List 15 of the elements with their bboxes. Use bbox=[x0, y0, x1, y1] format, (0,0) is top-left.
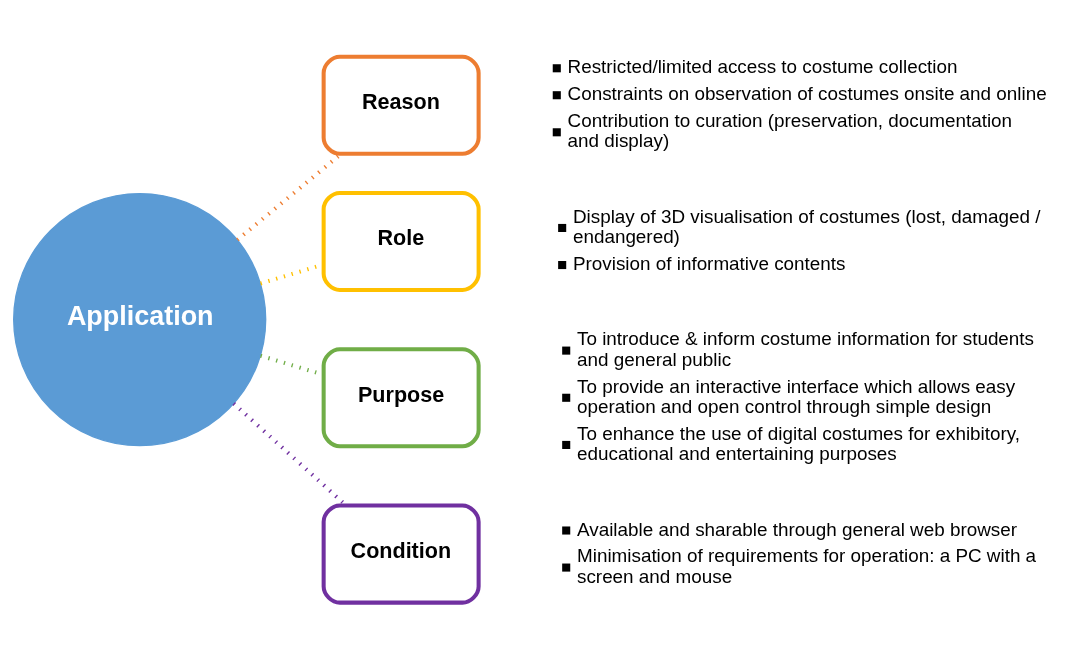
node-label: Restricted/limited access to costume collection bbox=[567, 55, 958, 77]
node-box: Reason bbox=[321, 54, 481, 156]
node-label: To introduce & inform costume information for students and general public bbox=[577, 327, 1035, 370]
node-label: Minimisation of requirements for operation: a PC with a screen and mouse bbox=[577, 544, 1037, 587]
node-label: Constraints on observation of costumes onsite and online bbox=[567, 82, 1047, 104]
node-label: Display of 3D visualisation of costumes (lost, damaged / endangered) bbox=[572, 205, 1041, 247]
node-circle: Application bbox=[13, 192, 267, 446]
node-box: Condition bbox=[321, 503, 481, 605]
node-label: Provision of informative contents bbox=[572, 252, 846, 274]
node-label: To provide an interactive interface which allows easy operation and open control through simple design bbox=[577, 375, 1016, 417]
node-label: Available and sharable through general web browser bbox=[577, 518, 1017, 539]
node-box: Purpose bbox=[321, 346, 481, 448]
node-box: Role bbox=[321, 190, 481, 292]
node-label: To enhance the use of digital costumes for exhibitory, educational and entertaining purposes bbox=[577, 422, 1021, 464]
node-label: Contribution to curation (preservation, documentation and display) bbox=[567, 109, 1013, 151]
